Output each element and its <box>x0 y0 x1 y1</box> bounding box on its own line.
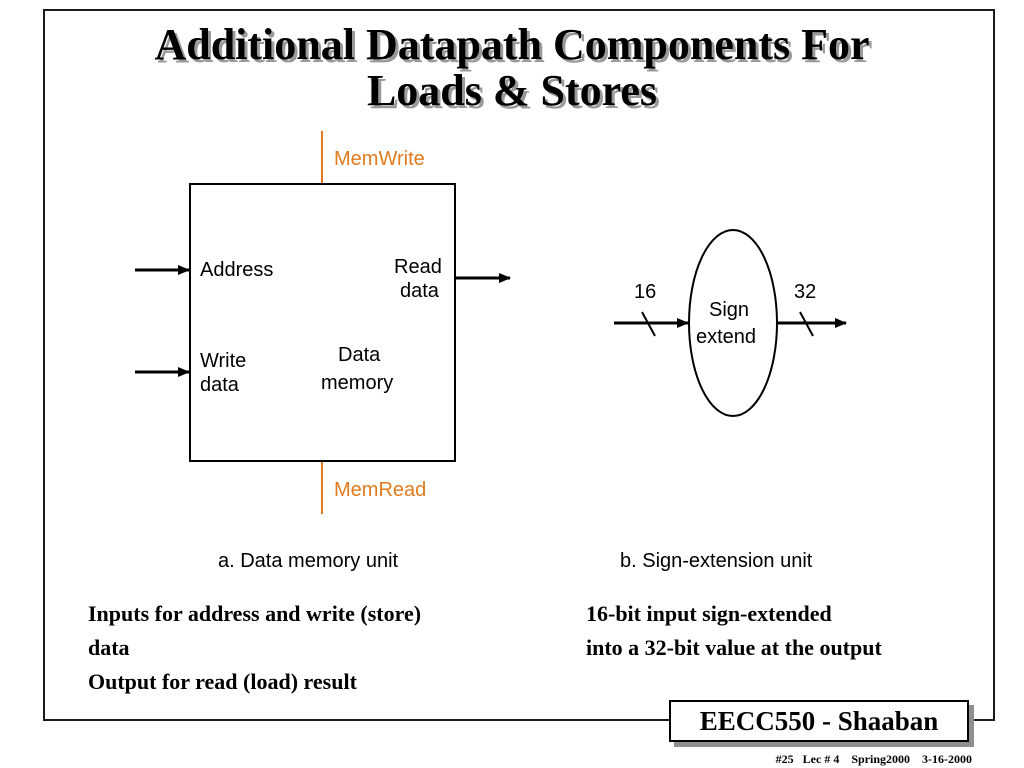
notes-left-line2: data <box>88 635 130 660</box>
title-line-2: Loads & Stores <box>366 66 658 115</box>
sign-extend-label-line2: extend <box>696 326 756 348</box>
notes-right-line2: into a 32-bit value at the output <box>586 635 882 660</box>
input-bus-slash <box>641 311 656 337</box>
sign-extend-notes: 16-bit input sign-extended into a 32-bit… <box>586 597 986 665</box>
output-width-label: 32 <box>794 281 816 303</box>
sign-extend-ellipse <box>688 229 778 417</box>
read-data-label-line2: data <box>400 280 440 302</box>
read-data-label-line1: Read <box>394 256 442 278</box>
slide-frame <box>43 9 995 721</box>
data-memory-notes: Inputs for address and write (store) dat… <box>88 597 548 699</box>
notes-left-line3: Output for read (load) result <box>88 669 357 694</box>
sign-extension-caption: b. Sign-extension unit <box>620 550 813 572</box>
sign-extension-unit: Sign extend 16 32 b. Sign-extension unit <box>614 229 847 572</box>
address-label: Address <box>200 259 273 281</box>
data-memory-caption: a. Data memory unit <box>218 550 399 572</box>
notes-right-line1: 16-bit input sign-extended <box>586 601 832 626</box>
slide-title: Additional Datapath Components For Loads… <box>0 22 1024 114</box>
output-bus-slash <box>799 311 814 337</box>
input-width-label: 16 <box>634 281 656 303</box>
data-memory-block <box>189 183 456 462</box>
mem-write-label: MemWrite <box>334 148 425 170</box>
slide-footer: #25 Lec # 4 Spring2000 3-16-2000 <box>775 752 972 766</box>
write-data-label-line1: Write <box>200 350 246 372</box>
title-line-1: Additional Datapath Components For <box>154 20 870 69</box>
data-memory-unit: MemWrite Address Write data Read data Da… <box>135 131 511 572</box>
course-badge: EECC550 - Shaaban <box>669 700 969 742</box>
notes-left-line1: Inputs for address and write (store) <box>88 601 422 626</box>
mem-read-label: MemRead <box>334 479 426 501</box>
data-memory-label-line1: Data <box>338 344 381 366</box>
sign-extend-label-line1: Sign <box>709 299 749 321</box>
write-data-label-line2: data <box>200 374 240 396</box>
data-memory-label-line2: memory <box>321 372 393 394</box>
